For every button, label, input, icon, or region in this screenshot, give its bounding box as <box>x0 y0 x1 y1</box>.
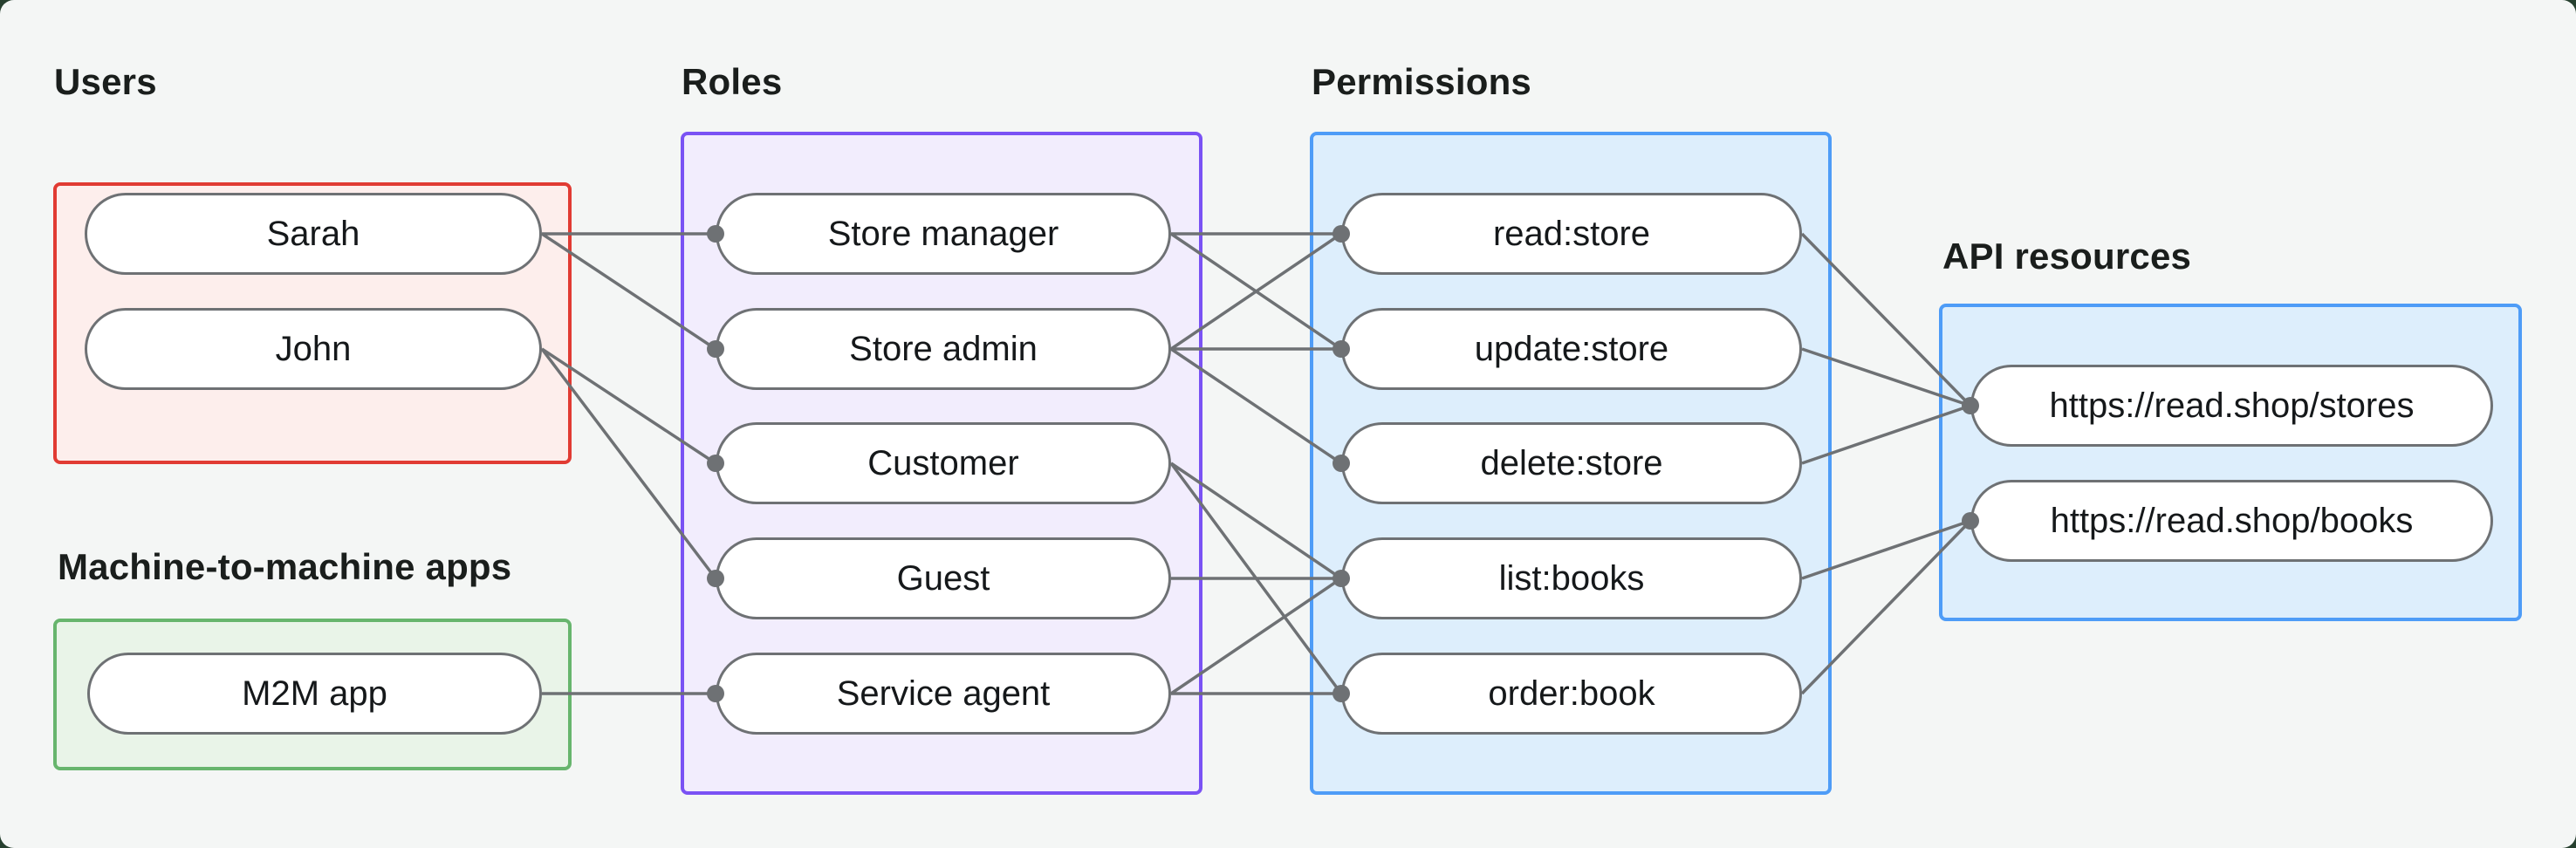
node-permission-order-book: order:book <box>1341 653 1802 735</box>
users-group-label: Users <box>54 61 157 102</box>
node-m2m-app: M2M app <box>87 653 542 735</box>
permissions-group-label: Permissions <box>1312 61 1531 102</box>
roles-group-label: Roles <box>682 61 783 102</box>
node-user-john: John <box>85 308 542 390</box>
node-role-customer: Customer <box>716 422 1171 504</box>
node-role-service-agent: Service agent <box>716 653 1171 735</box>
node-api-resource-stores: https://read.shop/stores <box>1970 365 2493 447</box>
node-user-sarah: Sarah <box>85 193 542 275</box>
node-role-guest: Guest <box>716 537 1171 619</box>
node-permission-read-store: read:store <box>1341 193 1802 275</box>
m2m-apps-group-label: Machine-to-machine apps <box>58 546 512 587</box>
node-permission-update-store: update:store <box>1341 308 1802 390</box>
node-permission-delete-store: delete:store <box>1341 422 1802 504</box>
node-role-store-admin: Store admin <box>716 308 1171 390</box>
api-resources-group-box <box>1939 304 2522 621</box>
node-api-resource-books: https://read.shop/books <box>1970 480 2493 562</box>
api-resources-group-label: API resources <box>1942 236 2192 277</box>
node-permission-list-books: list:books <box>1341 537 1802 619</box>
node-role-store-manager: Store manager <box>716 193 1171 275</box>
